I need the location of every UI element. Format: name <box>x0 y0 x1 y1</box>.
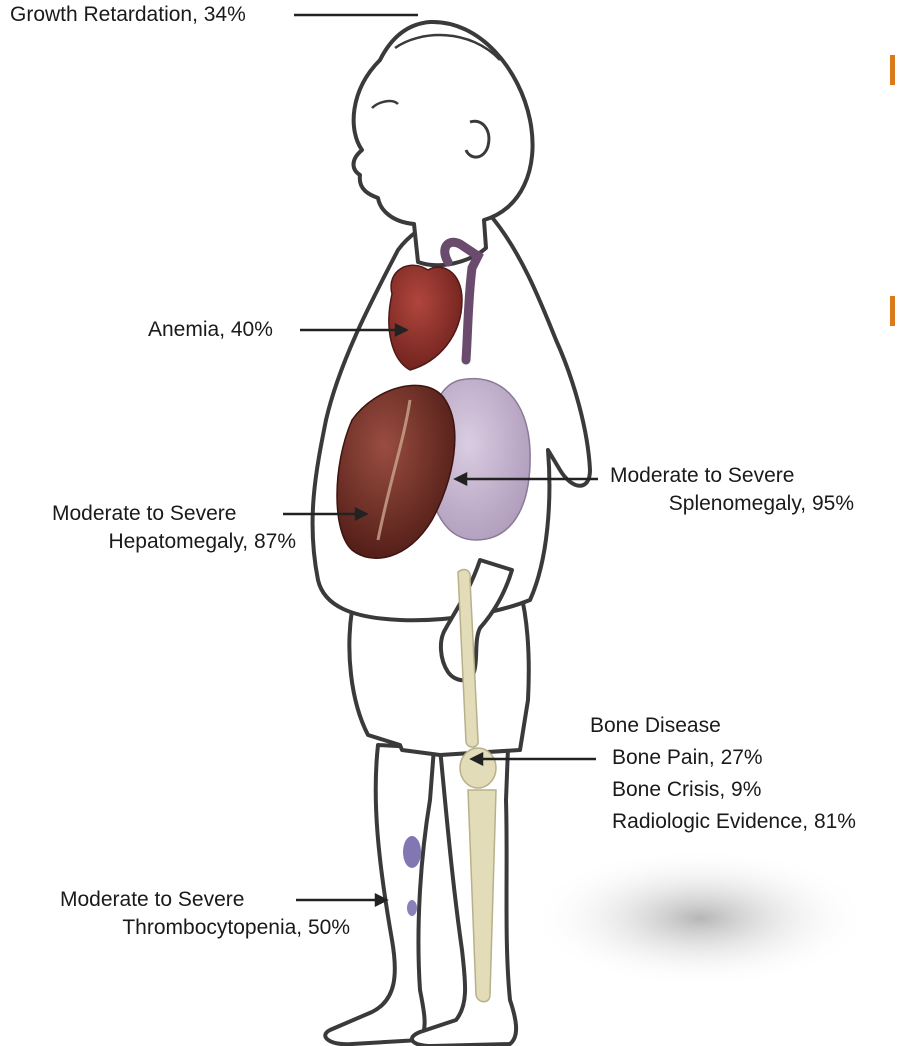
label-growth-retardation: Growth Retardation, 34% <box>10 1 246 29</box>
head <box>354 22 533 265</box>
accent-marker-middle <box>890 296 895 326</box>
bruise-lower <box>407 900 417 916</box>
floor-shadow <box>530 848 870 988</box>
splenomegaly-line1: Moderate to Severe <box>610 462 854 490</box>
bone-radiologic-text: Radiologic Evidence, 81% <box>590 808 856 836</box>
label-hepatomegaly: Moderate to Severe Hepatomegaly, 87% <box>52 500 296 556</box>
thrombo-line2: Thrombocytopenia, 50% <box>60 914 350 942</box>
thrombo-line1: Moderate to Severe <box>60 886 350 914</box>
hepatomegaly-line2: Hepatomegaly, 87% <box>52 528 296 556</box>
label-bone-disease: Bone Disease Bone Pain, 27% Bone Crisis,… <box>590 712 856 836</box>
hepatomegaly-line1: Moderate to Severe <box>52 500 296 528</box>
bruise-upper <box>403 836 421 868</box>
bone-title: Bone Disease <box>590 712 856 740</box>
bone-crisis-text: Bone Crisis, 9% <box>590 776 856 804</box>
growth-text: Growth Retardation, 34% <box>10 1 246 29</box>
label-anemia: Anemia, 40% <box>148 316 273 344</box>
anemia-text: Anemia, 40% <box>148 316 273 344</box>
bone-pain-text: Bone Pain, 27% <box>590 744 856 772</box>
splenomegaly-line2: Splenomegaly, 95% <box>610 490 854 518</box>
label-thrombocytopenia: Moderate to Severe Thrombocytopenia, 50% <box>60 886 350 942</box>
accent-marker-top <box>890 55 895 85</box>
label-splenomegaly: Moderate to Severe Splenomegaly, 95% <box>610 462 854 518</box>
knee-joint <box>460 748 496 788</box>
